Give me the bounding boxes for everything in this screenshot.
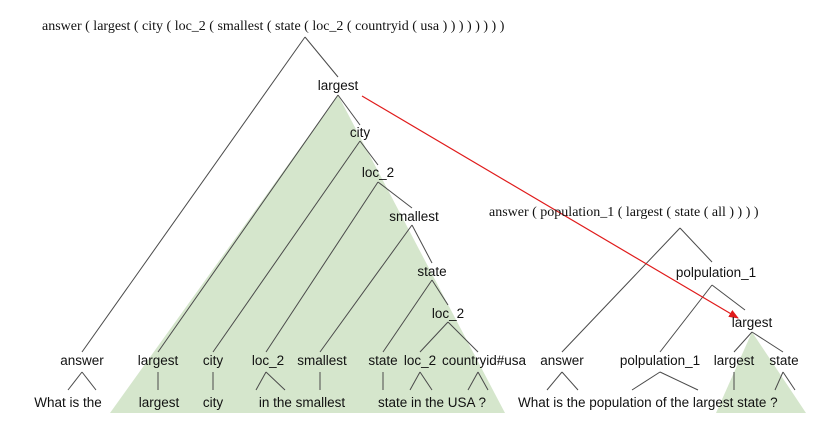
left-leaf-label: largest [138,353,179,368]
left-node-loc-2: loc_2 [362,165,394,180]
left-leaf-label: loc_2 [252,353,284,368]
right-highlight-region [716,332,806,413]
right-leaf-label: largest [714,353,755,368]
left-leaf-label: state [368,353,397,368]
left-logical-form: answer ( largest ( city ( loc_2 ( smalle… [42,19,505,34]
right-leaf-label: polpulation_1 [620,353,700,368]
right-sentence: What is the population of the largest st… [518,395,778,410]
left-node-loc-2-inner: loc_2 [432,306,464,321]
alignment-arrow [361,95,739,319]
left-leaf-label: loc_2 [404,353,436,368]
right-tree-edges [546,227,796,391]
left-word: What is the [34,395,102,410]
right-node-largest: largest [732,315,773,330]
left-word: state in the USA ? [378,395,486,410]
left-word: largest [139,395,180,410]
left-node-city: city [350,125,371,140]
left-leaf-label: answer [60,353,104,368]
left-node-largest: largest [318,78,359,93]
left-tree-edges [67,36,489,391]
left-node-smallest: smallest [389,209,439,224]
left-node-state: state [417,264,446,279]
right-leaf-label: state [769,353,798,368]
right-node-polpulation: polpulation_1 [676,265,756,280]
left-word: in the smallest [259,395,346,410]
left-leaf-label: smallest [297,353,347,368]
left-highlight-region [110,95,505,413]
left-leaf-label: city [203,353,224,368]
right-leaf-label: answer [540,353,584,368]
left-word: city [203,395,224,410]
left-leaf-label: countryid#usa [442,353,527,368]
right-logical-form: answer ( population_1 ( largest ( state … [489,205,759,220]
